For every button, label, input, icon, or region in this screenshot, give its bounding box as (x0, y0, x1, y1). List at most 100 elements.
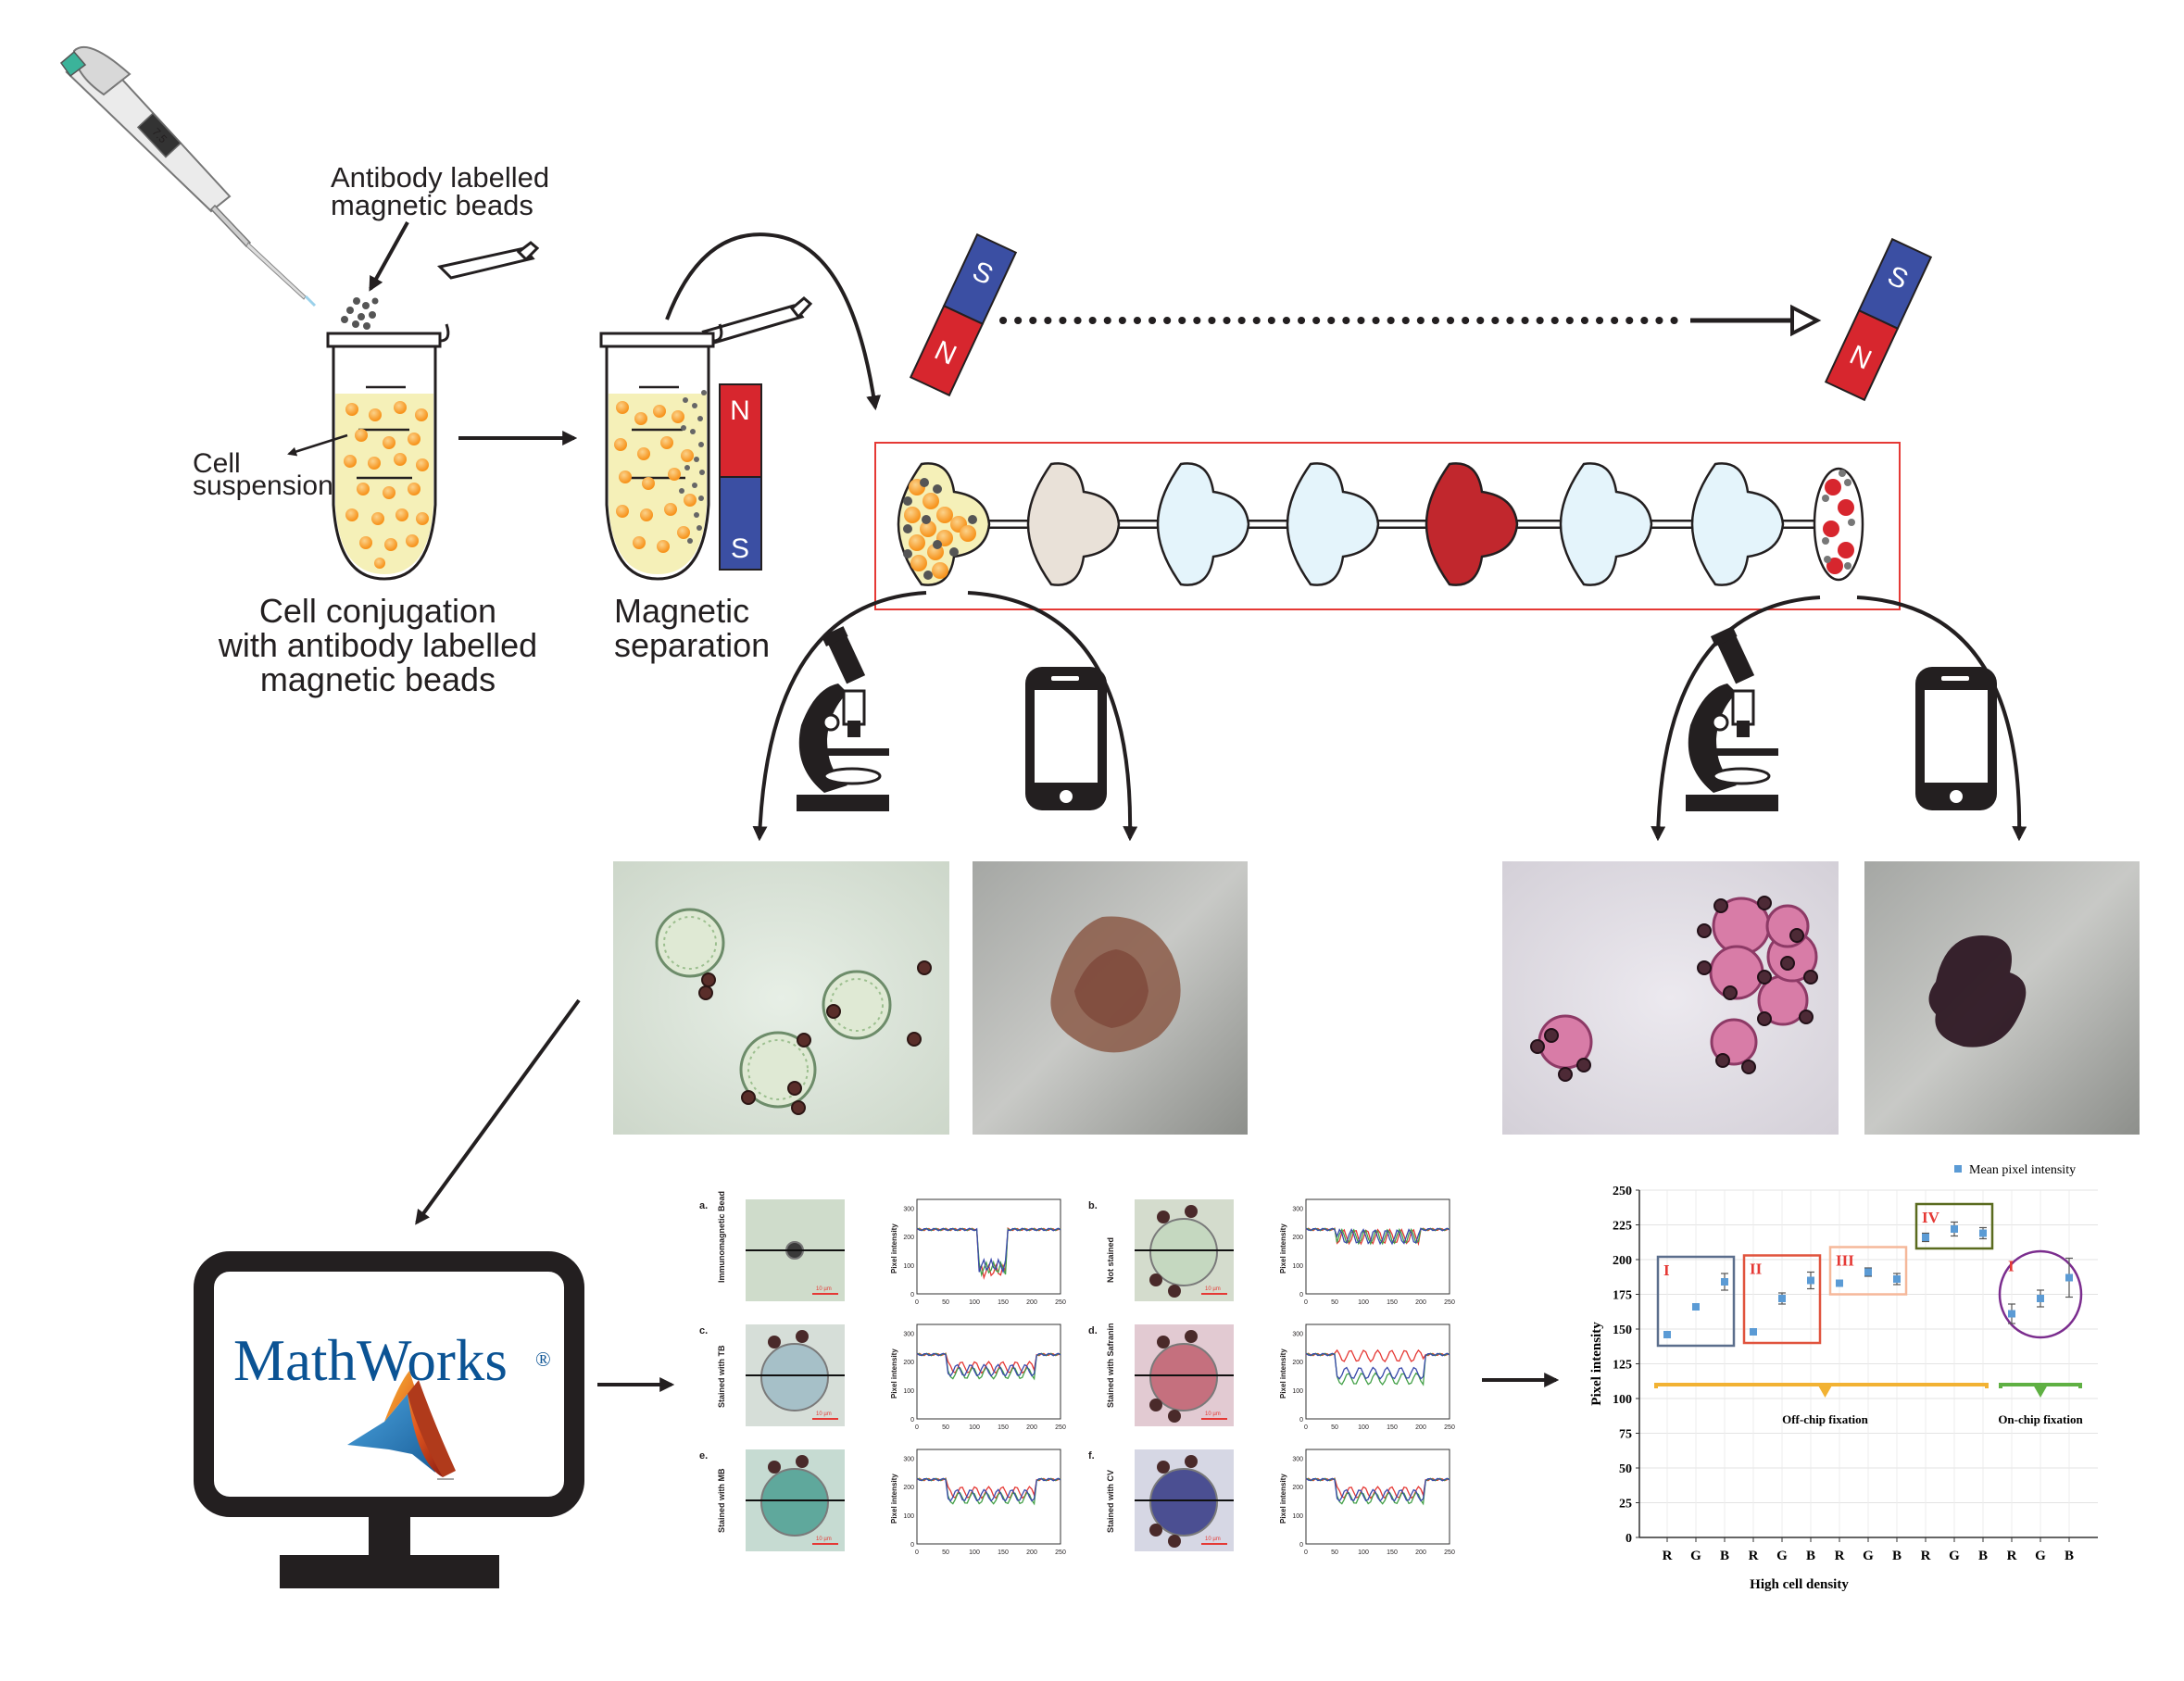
bead-droplet (341, 297, 379, 330)
chamber (1559, 462, 1653, 586)
magnetic-bead (701, 972, 716, 987)
group-box (1998, 1249, 2083, 1339)
profile-ytick: 100 (903, 1513, 914, 1520)
cell (1149, 1218, 1218, 1286)
x-tick-label: G (1776, 1549, 1788, 1563)
chamber-row (897, 462, 1864, 586)
profile-series (916, 1227, 1061, 1274)
profile-xtick: 200 (1026, 1424, 1037, 1431)
profile-ytick: 300 (903, 1331, 914, 1337)
x-tick-label: B (1720, 1549, 1729, 1563)
magnetic-bead (1741, 1060, 1756, 1074)
magnetic-bead (797, 1033, 811, 1047)
magnetic-bead (698, 985, 713, 1000)
magnetic-bead (1780, 956, 1795, 971)
scale-bar-label: 10 µm (1205, 1411, 1221, 1417)
group-label: I (1663, 1261, 1670, 1279)
profile-xtick: 50 (1331, 1299, 1338, 1306)
stained-cell (1838, 499, 1854, 516)
stain-label: Not stained (1106, 1237, 1115, 1283)
profile-ytick: 100 (1292, 1263, 1303, 1270)
group-label: IV (1922, 1209, 1940, 1226)
pipette-icon: 7.5 (59, 46, 317, 307)
profile-series (1305, 1477, 1450, 1502)
x-tick-label: R (1749, 1549, 1759, 1563)
magnetic-bead (1713, 898, 1728, 913)
arrow-to-beads (369, 221, 409, 292)
microtube-icon (326, 241, 540, 581)
magnetic-bead (903, 524, 912, 533)
profile-ylabel: Pixel intensity (1279, 1349, 1287, 1399)
pipette-label-line2: magnetic beads (331, 189, 533, 221)
cell (1149, 1343, 1218, 1411)
profile-xtick: 100 (969, 1299, 980, 1306)
profile-ytick: 300 (1292, 1206, 1303, 1212)
step1-caption-line3: magnetic beads (260, 660, 496, 698)
x-tick-label: G (1949, 1549, 1960, 1563)
stain-label: Immunomagnetic Bead (717, 1191, 726, 1283)
pipette-label-line1: Antibody labelled (331, 161, 549, 194)
magnetic-bead (1157, 1211, 1170, 1223)
panel-letter: a. (699, 1200, 708, 1211)
cell-bead (936, 507, 953, 523)
magnetic-bead (787, 1081, 802, 1096)
scale-bar-label: 10 µm (816, 1286, 832, 1292)
data-point (1836, 1279, 1843, 1287)
profile-xtick: 150 (1387, 1299, 1398, 1306)
magnetic-bead (826, 1004, 841, 1019)
cell-bead (909, 534, 925, 551)
y-axis-label: Pixel intensity (1589, 1322, 1604, 1406)
cell-label-line1: Cell (193, 448, 241, 479)
profile-ylabel: Pixel intensity (1279, 1474, 1287, 1524)
profile-xtick: 200 (1026, 1299, 1037, 1306)
magnetic-bead (1803, 970, 1818, 985)
profile-series (916, 1477, 1061, 1502)
profile-ytick: 200 (1292, 1235, 1303, 1241)
profile-xtick: 50 (942, 1549, 949, 1556)
profile-xtick: 150 (998, 1299, 1009, 1306)
data-point (2008, 1310, 2015, 1318)
magnetic-bead (1185, 1330, 1198, 1343)
profile-xtick: 250 (1055, 1549, 1066, 1556)
magnetic-bead (1530, 1039, 1545, 1054)
magnetic-bead (1757, 1011, 1772, 1026)
profile-ytick: 300 (1292, 1456, 1303, 1462)
profile-ytick: 100 (903, 1388, 914, 1395)
legend-marker (1954, 1165, 1962, 1173)
magnetic-bead (903, 549, 912, 558)
magnetic-bead (920, 478, 929, 487)
magnetic-bead (1844, 479, 1851, 486)
profile-ytick: 100 (1292, 1388, 1303, 1395)
magnetic-bead (933, 484, 942, 494)
profile-xtick: 0 (915, 1549, 919, 1556)
magnetic-bead (741, 1090, 756, 1105)
group-box (1828, 1246, 1908, 1296)
magnetic-bead (1715, 1053, 1730, 1068)
magnetic-bead (1185, 1455, 1198, 1468)
cell-bead (904, 507, 921, 523)
magnetic-bead (1168, 1410, 1181, 1423)
profile-xtick: 100 (1358, 1424, 1369, 1431)
profile-ytick: 100 (1292, 1513, 1303, 1520)
data-point (1663, 1331, 1671, 1338)
monitor-icon (194, 1251, 584, 1588)
profile-xtick: 0 (1304, 1549, 1308, 1556)
step1-caption-line2: with antibody labelled (218, 626, 537, 664)
profile-ytick: 0 (910, 1292, 914, 1298)
cell (1149, 1468, 1218, 1537)
profile-ylabel: Pixel intensity (1279, 1223, 1287, 1273)
y-tick-label: 0 (1625, 1532, 1632, 1546)
magnetic-bead (1844, 562, 1851, 570)
mathworks-registered-mark: ® (535, 1348, 551, 1371)
magnetic-bead (1544, 1028, 1559, 1043)
profile-xtick: 50 (942, 1299, 949, 1306)
data-point (1807, 1276, 1814, 1285)
profile-xtick: 100 (1358, 1299, 1369, 1306)
data-point (2065, 1273, 2073, 1282)
arrow-right-phone (1856, 596, 2027, 842)
magnetic-bead (1799, 1010, 1814, 1024)
